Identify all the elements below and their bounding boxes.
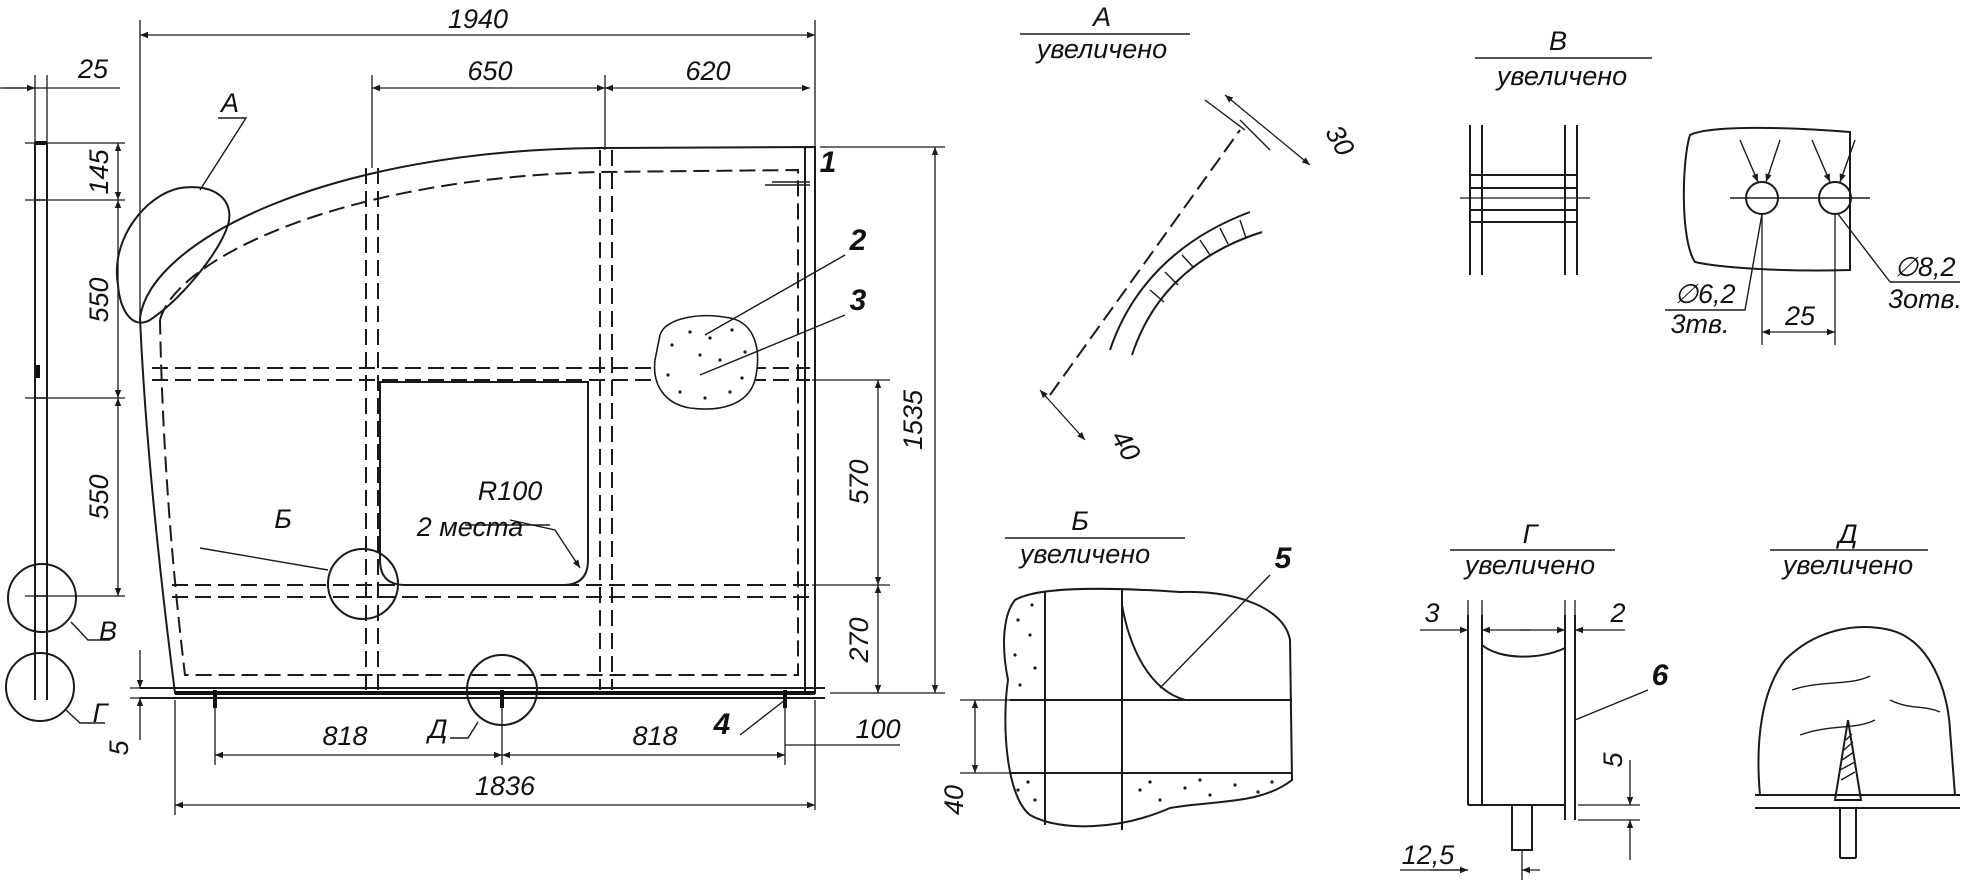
- detail-d-torn-outline: [1757, 626, 1956, 796]
- dim-570: 570: [844, 459, 874, 504]
- dim-1535: 1535: [898, 389, 928, 450]
- dim-1836: 1836: [475, 771, 536, 801]
- callout-g-label: Г: [93, 698, 110, 728]
- window-opening: [379, 381, 589, 586]
- dim-620: 620: [685, 56, 730, 86]
- panel-outline: [138, 145, 816, 694]
- callout-v-label: В: [99, 616, 117, 646]
- detail-b-dots: [1013, 603, 1274, 802]
- detail-v: В увеличено ∅6,2 3тв. ∅8,2 3отв. 25: [1460, 26, 1962, 345]
- patch-dots: [666, 328, 747, 400]
- callout-v-circle: [7, 563, 77, 633]
- detail-g-dim-2: 2: [1609, 598, 1625, 628]
- dim-818-right: 818: [632, 721, 677, 751]
- dim-650: 650: [467, 56, 512, 86]
- callout-b-label: Б: [274, 504, 292, 534]
- dim-550-upper: 550: [84, 277, 114, 322]
- detail-v-subtitle: увеличено: [1495, 61, 1627, 91]
- dim-550-lower: 550: [84, 474, 114, 519]
- detail-g-subtitle: увеличено: [1463, 550, 1595, 580]
- detail-b-dim-40: 40: [939, 785, 969, 815]
- detail-g-dim-12-5: 12,5: [1402, 840, 1456, 870]
- part-3-label: 3: [850, 284, 867, 317]
- main-view: 1940 650 620 25 1535 145 550 550 570 270…: [0, 4, 945, 815]
- detail-g-dim-5: 5: [1598, 752, 1628, 768]
- part-4-label: 4: [713, 708, 731, 741]
- dim-5: 5: [104, 740, 134, 756]
- detail-v-hole-right-count: 3отв.: [1888, 284, 1962, 314]
- radius-label: R100: [478, 476, 543, 506]
- detail-a-dim-40: 40: [1105, 425, 1146, 466]
- dim-270: 270: [844, 617, 874, 663]
- detail-g: Г увеличено 3 2 6 5 12,5: [1400, 519, 1669, 880]
- detail-a: А увеличено 30 40: [1020, 2, 1360, 466]
- detail-a-profile-outer: [1109, 211, 1251, 351]
- detail-v-hole-left-count: 3тв.: [1670, 309, 1729, 339]
- patch-detail-2: [653, 315, 759, 410]
- inner-dashed-contour: [159, 168, 799, 676]
- dim-25-left: 25: [77, 54, 109, 84]
- detail-a-profile-inner: [1131, 231, 1263, 356]
- dim-818-left: 818: [322, 721, 367, 751]
- dim-145: 145: [84, 148, 114, 194]
- leader-lines: [65, 117, 846, 739]
- detail-b-subtitle: увеличено: [1018, 539, 1150, 569]
- detail-g-dim-3: 3: [1424, 598, 1439, 628]
- detail-v-dim-25: 25: [1784, 301, 1816, 331]
- callout-b-circle: [327, 548, 399, 620]
- detail-a-title: А: [1091, 2, 1111, 32]
- detail-d-subtitle: увеличено: [1781, 550, 1913, 580]
- part-1-label: 1: [820, 146, 837, 179]
- detail-v-hole-left-dia: ∅6,2: [1674, 279, 1735, 309]
- detail-b-part-5: 5: [1275, 542, 1293, 575]
- dim-100: 100: [855, 714, 900, 744]
- radius-note: 2 места: [416, 512, 523, 542]
- callout-g-circle: [5, 652, 75, 722]
- callout-a-outline: [115, 186, 231, 324]
- detail-b: Б увеличено 5 40: [939, 506, 1294, 830]
- detail-d: Д увеличено: [1755, 519, 1960, 859]
- detail-v-hole-right-dia: ∅8,2: [1894, 252, 1955, 282]
- detail-b-torn-outline: [1003, 587, 1294, 828]
- callout-a-label: А: [219, 88, 239, 118]
- dim-1940: 1940: [448, 4, 508, 34]
- detail-g-title: Г: [1523, 519, 1540, 549]
- bottom-rail: [140, 687, 825, 699]
- side-profile: [34, 141, 48, 700]
- dimension-lines: [0, 20, 945, 815]
- detail-d-title: Д: [1835, 519, 1857, 549]
- detail-g-part-6: 6: [1652, 659, 1669, 692]
- part-2-label: 2: [849, 224, 867, 257]
- callout-d-label: Д: [425, 714, 447, 744]
- detail-a-subtitle: увеличено: [1035, 34, 1167, 64]
- detail-a-dim-30: 30: [1319, 120, 1360, 161]
- detail-b-title: Б: [1071, 506, 1089, 536]
- detail-v-title: В: [1549, 26, 1567, 56]
